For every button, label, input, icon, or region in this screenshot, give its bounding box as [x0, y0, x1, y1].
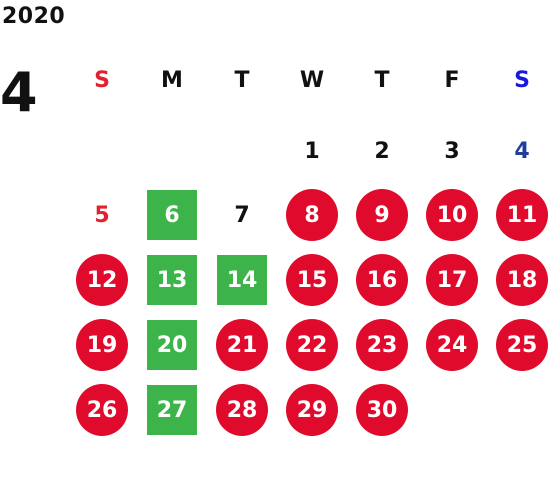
day-cell-9[interactable]: 9 — [356, 189, 408, 241]
day-cell-7[interactable]: 7 — [234, 202, 250, 228]
day-cell-23[interactable]: 23 — [356, 319, 408, 371]
weekday-wed: W — [299, 68, 325, 93]
weekday-tue: T — [234, 68, 250, 93]
day-cell-10[interactable]: 10 — [426, 189, 478, 241]
weekday-sat: S — [514, 68, 530, 93]
day-cell-2[interactable]: 2 — [374, 138, 390, 164]
day-cell-18[interactable]: 18 — [496, 254, 548, 306]
day-cell-8[interactable]: 8 — [286, 189, 338, 241]
day-cell-14[interactable]: 14 — [217, 255, 267, 305]
day-cell-6[interactable]: 6 — [147, 190, 197, 240]
day-cell-12[interactable]: 12 — [76, 254, 128, 306]
weekday-thu: T — [374, 68, 390, 93]
calendar-month: 4 — [0, 61, 38, 124]
day-cell-21[interactable]: 21 — [216, 319, 268, 371]
day-cell-22[interactable]: 22 — [286, 319, 338, 371]
weekday-mon: M — [161, 68, 183, 93]
day-cell-26[interactable]: 26 — [76, 384, 128, 436]
day-cell-1[interactable]: 1 — [304, 138, 320, 164]
weekday-sun: S — [94, 68, 110, 93]
day-cell-17[interactable]: 17 — [426, 254, 478, 306]
day-cell-19[interactable]: 19 — [76, 319, 128, 371]
day-cell-4[interactable]: 4 — [514, 138, 530, 164]
day-cell-20[interactable]: 20 — [147, 320, 197, 370]
day-cell-16[interactable]: 16 — [356, 254, 408, 306]
day-cell-25[interactable]: 25 — [496, 319, 548, 371]
day-cell-13[interactable]: 13 — [147, 255, 197, 305]
day-cell-3[interactable]: 3 — [444, 138, 460, 164]
day-cell-29[interactable]: 29 — [286, 384, 338, 436]
day-cell-28[interactable]: 28 — [216, 384, 268, 436]
day-cell-11[interactable]: 11 — [496, 189, 548, 241]
day-cell-5[interactable]: 5 — [94, 202, 110, 228]
day-cell-30[interactable]: 30 — [356, 384, 408, 436]
calendar-year: 2020 — [2, 4, 66, 29]
weekday-fri: F — [444, 68, 460, 93]
day-cell-27[interactable]: 27 — [147, 385, 197, 435]
day-cell-24[interactable]: 24 — [426, 319, 478, 371]
day-cell-15[interactable]: 15 — [286, 254, 338, 306]
